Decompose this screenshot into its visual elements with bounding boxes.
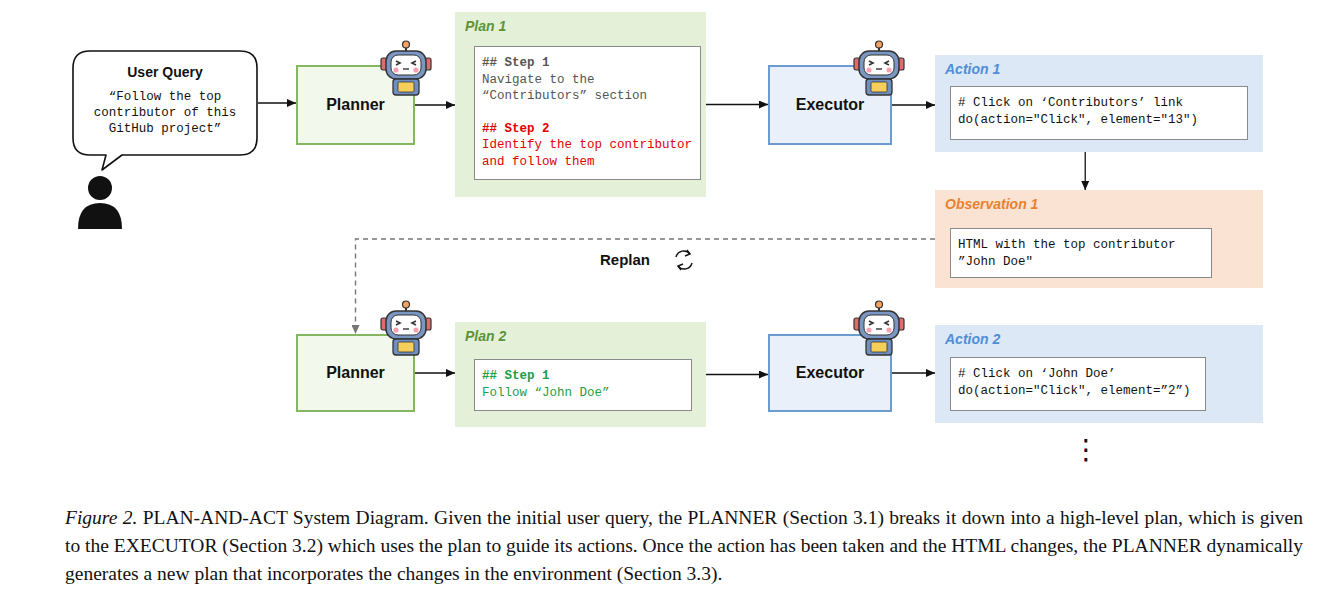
observation-box: HTML with the top contributor ”John Doe" [950,228,1212,278]
plan-panel: Plan 2 ## Step 1Follow “John Doe” [455,322,706,427]
planner-box: Planner [296,334,415,412]
continuation-dots: ⋮ [1072,436,1100,464]
step-text: Follow “John Doe” [482,385,684,402]
plan-text-box: ## Step 1Follow “John Doe” [474,359,692,411]
executor-box: Executor [768,65,892,145]
edge-label: Replan [600,251,650,268]
panel-heading: Observation 1 [945,196,1253,212]
cycle-icon [676,250,692,270]
executor-box: Executor [768,334,892,412]
code-line: do(action="Click", element="13") [958,112,1240,129]
plan-text-box: ## Step 1Navigate to the “Contributors” … [474,46,701,180]
replan-connector [356,239,936,334]
figure-caption: Figure 2. PLAN-AND-ACT System Diagram. G… [65,504,1303,588]
step-heading: ## Step 1 [482,368,684,385]
flow-arrow [415,372,455,373]
panel-heading: Action 1 [945,61,1253,77]
panel-heading: Plan 2 [465,328,696,344]
bubble-title: User Query [72,64,258,80]
step-text: Identify the top contributor and follow … [482,137,693,170]
planner-box: Planner [296,65,415,145]
speech-bubble: User Query “Follow the top contributor of… [72,50,258,156]
flow-arrow [706,374,768,375]
box-label: Planner [326,96,385,114]
code-box: # Click on ‘Contributors’ linkdo(action=… [950,86,1248,140]
action-panel: Action 2 # Click on ‘John Doe’do(action="… [935,325,1263,423]
step-heading: ## Step 1 [482,55,693,72]
flow-arrow [892,372,935,373]
action-panel: Action 1 # Click on ‘Contributors’ linkdo… [935,55,1263,152]
figure-number: Figure 2. [65,507,137,528]
code-line: do(action="Click", element=”2”) [958,383,1198,400]
flow-arrow [892,104,935,105]
flow-arrow [415,104,455,105]
observation-text: HTML with the top contributor ”John Doe" [958,237,1204,270]
flow-arrow [258,102,296,103]
observation-panel: Observation 1 HTML with the top contribut… [935,190,1263,288]
code-comment: # Click on ‘Contributors’ link [958,95,1240,112]
flow-arrow [1085,152,1086,190]
plan-panel: Plan 1 ## Step 1Navigate to the “Contribu… [455,12,706,197]
panel-heading: Plan 1 [465,18,696,34]
step-text: Navigate to the “Contributors” section [482,72,693,105]
panel-heading: Action 2 [945,331,1253,347]
box-label: Executor [796,96,864,114]
user-icon [78,176,122,229]
flow-arrow [706,104,768,105]
box-label: Planner [326,364,385,382]
box-label: Executor [796,364,864,382]
code-comment: # Click on ‘John Doe’ [958,366,1198,383]
query-text: “Follow the top contributor of this GitH… [90,89,240,137]
step-heading: ## Step 2 [482,121,693,138]
code-box: # Click on ‘John Doe’do(action="Click", … [950,357,1206,411]
caption-body: PLAN-AND-ACT System Diagram. Given the i… [65,507,1303,584]
